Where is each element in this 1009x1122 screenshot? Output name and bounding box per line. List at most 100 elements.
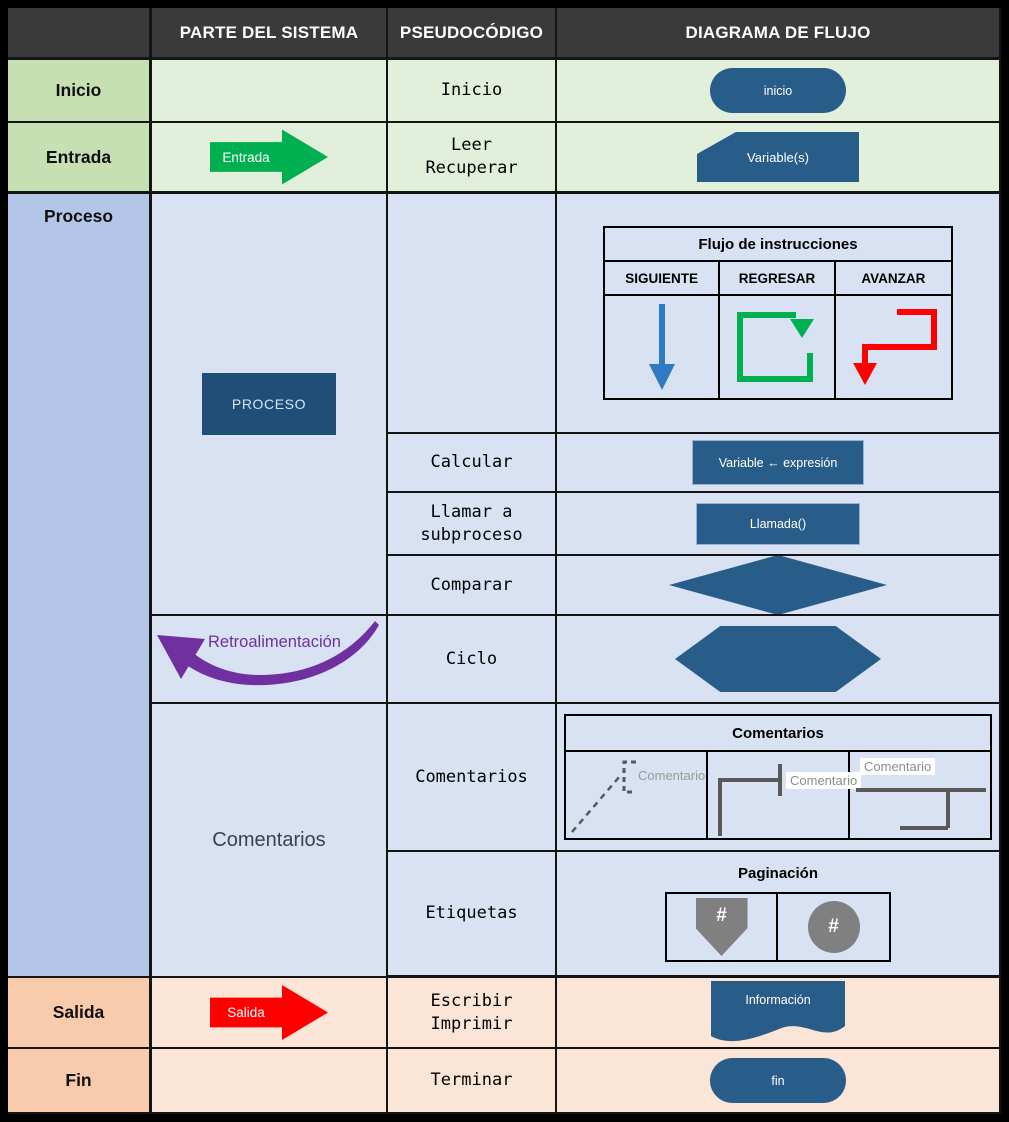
retro-cell: Retroalimentación xyxy=(152,616,388,704)
entrada-pseudo: Leer Recuperar xyxy=(388,123,557,194)
process-box-label: PROCESO xyxy=(231,396,307,412)
offpage-connector-cell: # xyxy=(667,894,778,960)
etiquetas-shape-cell: Paginación # # xyxy=(557,852,1001,978)
offpage-connector-symbol: # xyxy=(716,905,727,926)
flujo-headers: SIGUIENTE REGRESAR AVANZAR xyxy=(605,262,951,296)
decision-diamond-shape xyxy=(669,556,887,614)
assignment-label: Variable ← expresión xyxy=(718,455,838,470)
document-shape-icon xyxy=(711,980,845,1041)
row-label-salida: Salida xyxy=(8,978,152,1049)
salida-pseudo: Escribir Imprimir xyxy=(388,978,557,1049)
comentarios-group-label: Comentarios xyxy=(212,828,326,851)
salida-arrow-icon: Salida xyxy=(210,985,328,1040)
flujo-title: Flujo de instrucciones xyxy=(605,228,951,262)
row-label-entrada: Entrada xyxy=(8,123,152,194)
header-diagrama-de-flujo: DIAGRAMA DE FLUJO xyxy=(557,8,1001,60)
onpage-connector-cell: # xyxy=(778,894,889,960)
comment-label-2: Comentario xyxy=(786,772,862,789)
document-shape: Información xyxy=(710,980,846,1046)
etiquetas-pseudo: Etiquetas xyxy=(388,852,557,978)
bracket-callout-icon xyxy=(718,764,782,836)
fin-pseudo: Terminar xyxy=(388,1049,557,1114)
table-grid: PARTE DEL SISTEMA PSEUDOCÓDIGO DIAGRAMA … xyxy=(8,8,1001,1114)
comentarios-title: Comentarios xyxy=(566,716,990,752)
fin-parte-cell xyxy=(152,1049,388,1114)
flujo-cell-regresar xyxy=(720,296,836,398)
ciclo-shape-cell xyxy=(557,616,1001,704)
onpage-connector-symbol: # xyxy=(828,916,839,937)
salida-shape-cell: Información xyxy=(557,978,1001,1049)
salida-parte-cell: Salida xyxy=(152,978,388,1049)
row-label-inicio: Inicio xyxy=(8,60,152,123)
comentarios-group-cell: Comentarios xyxy=(152,704,388,978)
salida-arrow-label: Salida xyxy=(227,1005,265,1020)
entrada-pseudo-line2: Recuperar xyxy=(425,158,518,178)
entrada-shape-cell: Variable(s) xyxy=(557,123,1001,194)
header-parte-del-sistema: PARTE DEL SISTEMA xyxy=(152,8,388,60)
paginacion-title: Paginación xyxy=(737,865,819,882)
feedback-curved-arrow-icon xyxy=(157,621,379,686)
entrada-parte-cell: Entrada xyxy=(152,123,388,194)
onpage-connector-icon: # xyxy=(807,901,860,953)
process-box-shape: PROCESO xyxy=(202,373,336,435)
comment-style-line-cell: Comentario xyxy=(850,752,990,838)
comment-label-3: Comentario xyxy=(860,758,936,775)
entrada-arrow-icon: Entrada xyxy=(210,129,328,185)
comentarios-cells: Comentario Comentario xyxy=(566,752,990,838)
flujo-pseudo-cell xyxy=(388,194,557,434)
offpage-connector-icon: # xyxy=(695,898,748,956)
ciclo-pseudo: Ciclo xyxy=(388,616,557,704)
salida-pseudo-line1: Escribir xyxy=(430,990,513,1011)
row-label-proceso: Proceso xyxy=(8,194,152,978)
input-shape-label: Variable(s) xyxy=(747,149,809,165)
paginacion-table: # # xyxy=(665,892,891,962)
entrada-arrow-label: Entrada xyxy=(222,149,270,165)
terminator-end-label: fin xyxy=(771,1073,785,1088)
loop-hexagon-shape xyxy=(675,626,881,692)
inicio-parte-cell xyxy=(152,60,388,123)
flujo-col-siguiente: SIGUIENTE xyxy=(605,262,721,294)
flujo-table: Flujo de instrucciones SIGUIENTE REGRESA… xyxy=(603,226,953,400)
flujo-cell-siguiente xyxy=(605,296,721,398)
salida-pseudo-line2: Imprimir xyxy=(430,1013,513,1034)
comparar-pseudo: Comparar xyxy=(388,556,557,616)
header-empty-cell xyxy=(8,8,152,60)
inicio-pseudo: Inicio xyxy=(388,60,557,123)
subprocess-call-label: Llamada() xyxy=(749,516,807,531)
comment-label-1: Comentario xyxy=(638,768,706,783)
down-arrow-icon xyxy=(648,304,675,390)
feedback-label: Retroalimentación xyxy=(208,633,341,651)
paginacion-block: Paginación # # xyxy=(665,865,891,962)
flujo-col-avanzar: AVANZAR xyxy=(861,270,926,286)
flujo-cells xyxy=(605,296,951,398)
llamar-pseudo-line2: subproceso xyxy=(420,524,523,545)
llamar-pseudo-line1: Llamar a xyxy=(430,501,513,522)
comentarios-shape-cell: Comentarios Comentario xyxy=(557,704,1001,852)
comment-style-dashed-cell: Comentario xyxy=(566,752,708,838)
terminator-end-shape: fin xyxy=(710,1058,846,1103)
document-shape-label: Información xyxy=(745,992,811,1007)
flujo-col-regresar: REGRESAR xyxy=(720,262,836,294)
flujo-cell-avanzar xyxy=(836,296,951,398)
fin-shape-cell: fin xyxy=(557,1049,1001,1114)
header-pseudocodigo: PSEUDOCÓDIGO xyxy=(388,8,557,60)
row-label-fin: Fin xyxy=(8,1049,152,1114)
proceso-parte-cell: PROCESO xyxy=(152,194,388,616)
loop-back-arrow-icon xyxy=(736,312,814,382)
feedback-arrow-wrap: Retroalimentación xyxy=(152,617,386,701)
comentarios-table: Comentarios Comentario xyxy=(564,714,992,840)
dashed-callout-icon xyxy=(571,760,636,833)
entrada-pseudo-line1: Leer xyxy=(451,135,492,156)
input-shape: Variable(s) xyxy=(697,132,859,182)
jump-forward-arrow-icon xyxy=(853,309,938,385)
subprocess-call-shape: Llamada() xyxy=(696,502,860,545)
comment-style-bracket-cell: Comentario xyxy=(708,752,862,838)
comparar-shape-cell xyxy=(557,556,1001,616)
calcular-shape-cell: Variable ← expresión xyxy=(557,434,1001,493)
llamar-shape-cell: Llamada() xyxy=(557,493,1001,556)
line-callout-icon xyxy=(856,788,986,830)
terminator-start-label: inicio xyxy=(763,83,793,98)
calcular-pseudo: Calcular xyxy=(388,434,557,493)
terminator-start-shape: inicio xyxy=(710,68,846,113)
assignment-shape: Variable ← expresión xyxy=(692,440,864,485)
